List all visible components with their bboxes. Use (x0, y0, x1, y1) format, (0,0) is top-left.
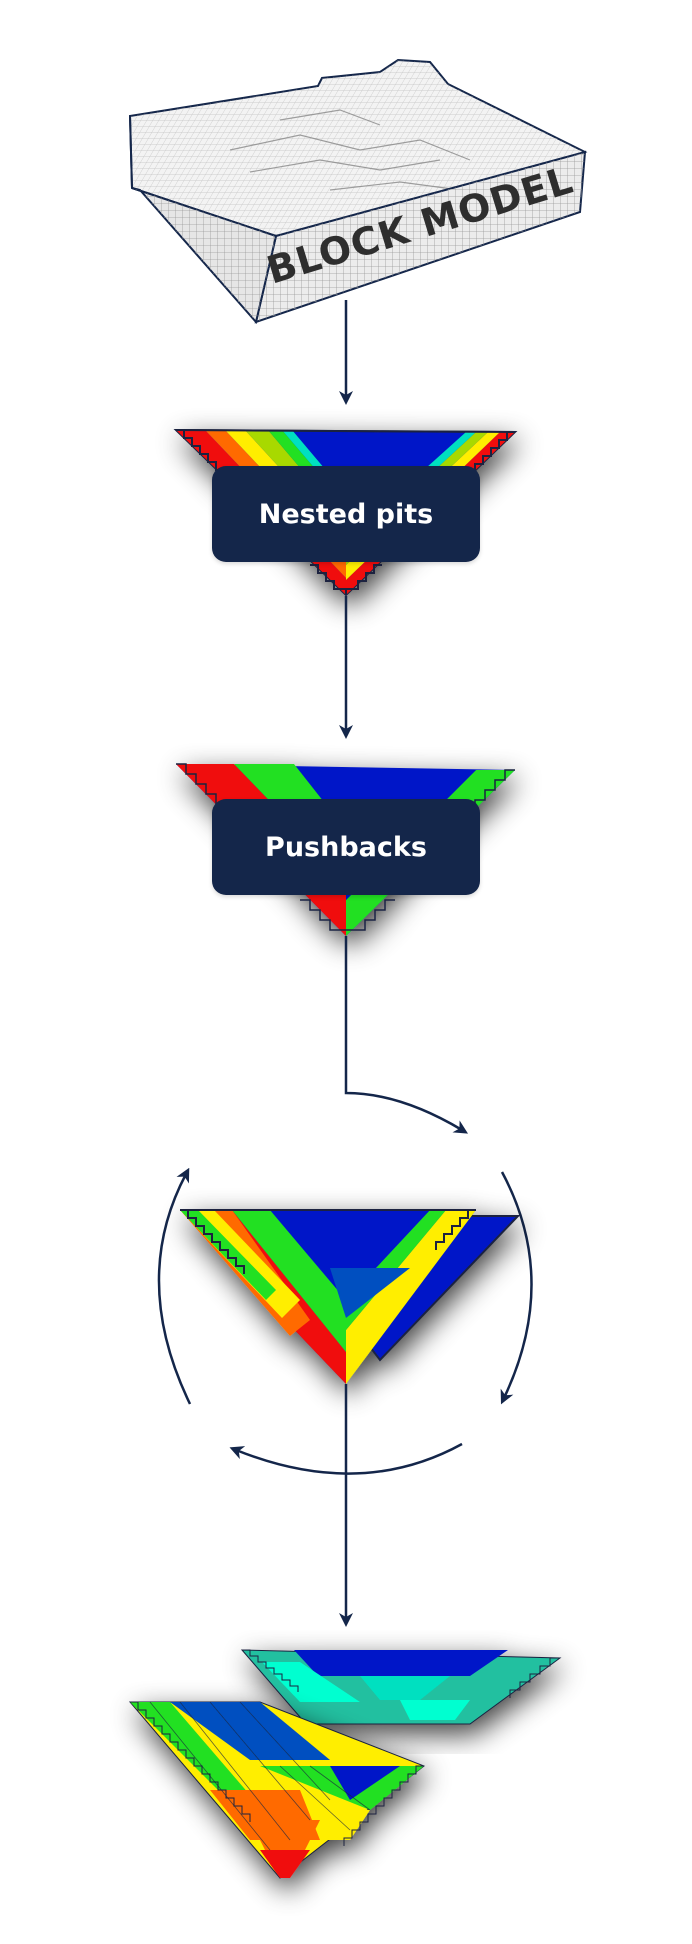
pushbacks-label: Pushbacks (265, 831, 427, 863)
schedule-upper-diagram (240, 1649, 562, 1725)
nested-pits-label-box: Nested pits (212, 466, 480, 562)
optimized-pit-diagram (180, 1209, 521, 1384)
pushbacks-label-box: Pushbacks (212, 799, 480, 895)
connector-line (344, 936, 469, 1134)
cycle-arrows-icon (157, 1167, 533, 1475)
nested-pits-label: Nested pits (258, 498, 434, 530)
block-model-icon: BLOCK MODEL (128, 58, 588, 325)
schedule-lower-diagram (128, 1701, 426, 1879)
